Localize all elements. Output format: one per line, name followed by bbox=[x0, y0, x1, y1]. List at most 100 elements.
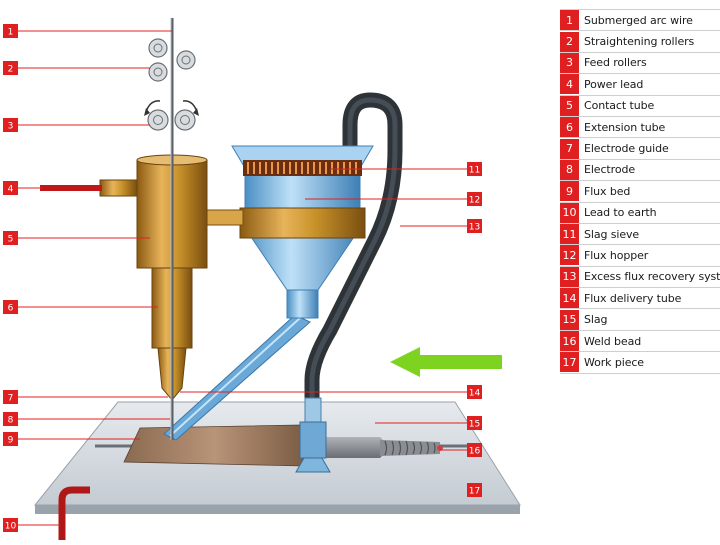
legend-item: 5 Contact tube bbox=[560, 95, 720, 117]
svg-text:10: 10 bbox=[5, 522, 17, 532]
legend-number: 17 bbox=[560, 352, 579, 373]
legend-label: Weld bead bbox=[584, 334, 642, 348]
svg-text:6: 6 bbox=[8, 304, 14, 314]
legend-number: 11 bbox=[560, 224, 579, 245]
recovery-hose bbox=[304, 92, 403, 408]
svg-text:2: 2 bbox=[8, 65, 14, 75]
flux-delivery-tube bbox=[163, 314, 311, 441]
legend-item: 15 Slag bbox=[560, 309, 720, 331]
travel-direction-arrow-icon bbox=[390, 347, 502, 377]
legend-item: 3 Feed rollers bbox=[560, 52, 720, 75]
legend-label: Power lead bbox=[584, 77, 644, 91]
flux-bed bbox=[123, 424, 306, 467]
earth-lead bbox=[58, 486, 90, 540]
legend-item: 4 Power lead bbox=[560, 74, 720, 96]
legend-number: 16 bbox=[560, 331, 579, 352]
callout-tag: 11 bbox=[467, 162, 482, 176]
legend-number: 9 bbox=[560, 181, 579, 202]
slag-sieve bbox=[243, 160, 362, 176]
recovery-nozzle bbox=[295, 397, 331, 473]
legend-item: 12 Flux hopper bbox=[560, 245, 720, 267]
legend-number: 7 bbox=[560, 138, 579, 159]
callout-tag: 17 bbox=[467, 483, 482, 497]
legend-number: 8 bbox=[560, 159, 579, 180]
legend-number: 12 bbox=[560, 245, 579, 266]
legend-item: 11 Slag sieve bbox=[560, 224, 720, 246]
callout-tag: 8 bbox=[3, 412, 18, 426]
roller bbox=[148, 62, 168, 82]
callout-tag: 4 bbox=[3, 181, 18, 195]
svg-text:8: 8 bbox=[8, 416, 14, 426]
legend-number: 1 bbox=[560, 10, 579, 31]
svg-text:3: 3 bbox=[8, 122, 14, 132]
callout-tag: 15 bbox=[467, 416, 482, 430]
svg-text:7: 7 bbox=[8, 394, 14, 404]
legend-number: 3 bbox=[560, 52, 579, 73]
legend-label: Contact tube bbox=[584, 99, 655, 113]
svg-text:12: 12 bbox=[469, 196, 480, 206]
legend-item: 8 Electrode bbox=[560, 159, 720, 182]
legend-number: 4 bbox=[560, 74, 579, 95]
legend-label: Extension tube bbox=[584, 120, 666, 134]
svg-text:11: 11 bbox=[469, 166, 480, 176]
legend-label: Work piece bbox=[584, 355, 644, 369]
legend-number: 15 bbox=[560, 309, 579, 330]
callout-tag: 3 bbox=[3, 118, 18, 132]
legend-item: 16 Weld bead bbox=[560, 331, 720, 353]
callout-tag: 2 bbox=[3, 61, 18, 75]
legend-number: 6 bbox=[560, 117, 579, 138]
legend-label: Flux hopper bbox=[584, 248, 649, 262]
callout-tag: 1 bbox=[3, 24, 18, 38]
callout-tag: 9 bbox=[3, 432, 18, 446]
legend-label: Slag bbox=[584, 313, 608, 327]
legend-item: 10 Lead to earth bbox=[560, 202, 720, 224]
legend-label: Feed rollers bbox=[584, 56, 647, 70]
legend-number: 13 bbox=[560, 266, 579, 287]
callout-tag: 12 bbox=[467, 192, 482, 206]
legend-number: 5 bbox=[560, 95, 579, 116]
legend-label: Electrode guide bbox=[584, 142, 669, 156]
straightening-rollers bbox=[148, 38, 196, 82]
svg-text:1: 1 bbox=[8, 28, 14, 38]
legend-item: 1 Submerged arc wire bbox=[560, 10, 720, 32]
welding-diagram: 1 2 3 4 5 6 7 8 9 10 11 12 13 14 15 16 1… bbox=[3, 18, 521, 540]
svg-text:4: 4 bbox=[8, 185, 14, 195]
legend-number: 14 bbox=[560, 288, 579, 309]
legend-number: 10 bbox=[560, 202, 579, 223]
callout-tag: 16 bbox=[467, 443, 482, 457]
callout-tag: 5 bbox=[3, 231, 18, 245]
power-lead bbox=[40, 185, 102, 191]
weld-bead bbox=[380, 440, 443, 456]
electrode-wire bbox=[170, 18, 174, 440]
legend-label: Straightening rollers bbox=[584, 35, 695, 49]
callout-tag: 14 bbox=[467, 385, 482, 399]
callout-tag: 7 bbox=[3, 390, 18, 404]
legend-item: 7 Electrode guide bbox=[560, 138, 720, 160]
callout-tag: 13 bbox=[467, 219, 482, 233]
welding-torch bbox=[99, 154, 208, 401]
legend-label: Submerged arc wire bbox=[584, 13, 693, 27]
callout-lines bbox=[17, 30, 468, 526]
legend-item: 6 Extension tube bbox=[560, 117, 720, 139]
legend-label: Slag sieve bbox=[584, 227, 640, 241]
svg-text:13: 13 bbox=[469, 223, 480, 233]
svg-text:14: 14 bbox=[469, 389, 481, 399]
roller bbox=[148, 38, 168, 58]
legend-label: Flux delivery tube bbox=[584, 291, 682, 305]
roller bbox=[176, 50, 196, 70]
legend-label: Lead to earth bbox=[584, 206, 657, 220]
hopper-clamp bbox=[194, 207, 366, 239]
callout-tag: 10 bbox=[3, 518, 18, 532]
svg-text:5: 5 bbox=[8, 235, 14, 245]
legend-label: Excess flux recovery system bbox=[584, 270, 720, 284]
svg-text:15: 15 bbox=[469, 420, 480, 430]
svg-text:9: 9 bbox=[8, 436, 14, 446]
feed-rollers bbox=[144, 100, 199, 131]
svg-text:16: 16 bbox=[469, 447, 481, 457]
legend-item: 13 Excess flux recovery system bbox=[560, 266, 720, 289]
legend-label: Electrode bbox=[584, 163, 635, 177]
svg-text:17: 17 bbox=[469, 487, 480, 497]
